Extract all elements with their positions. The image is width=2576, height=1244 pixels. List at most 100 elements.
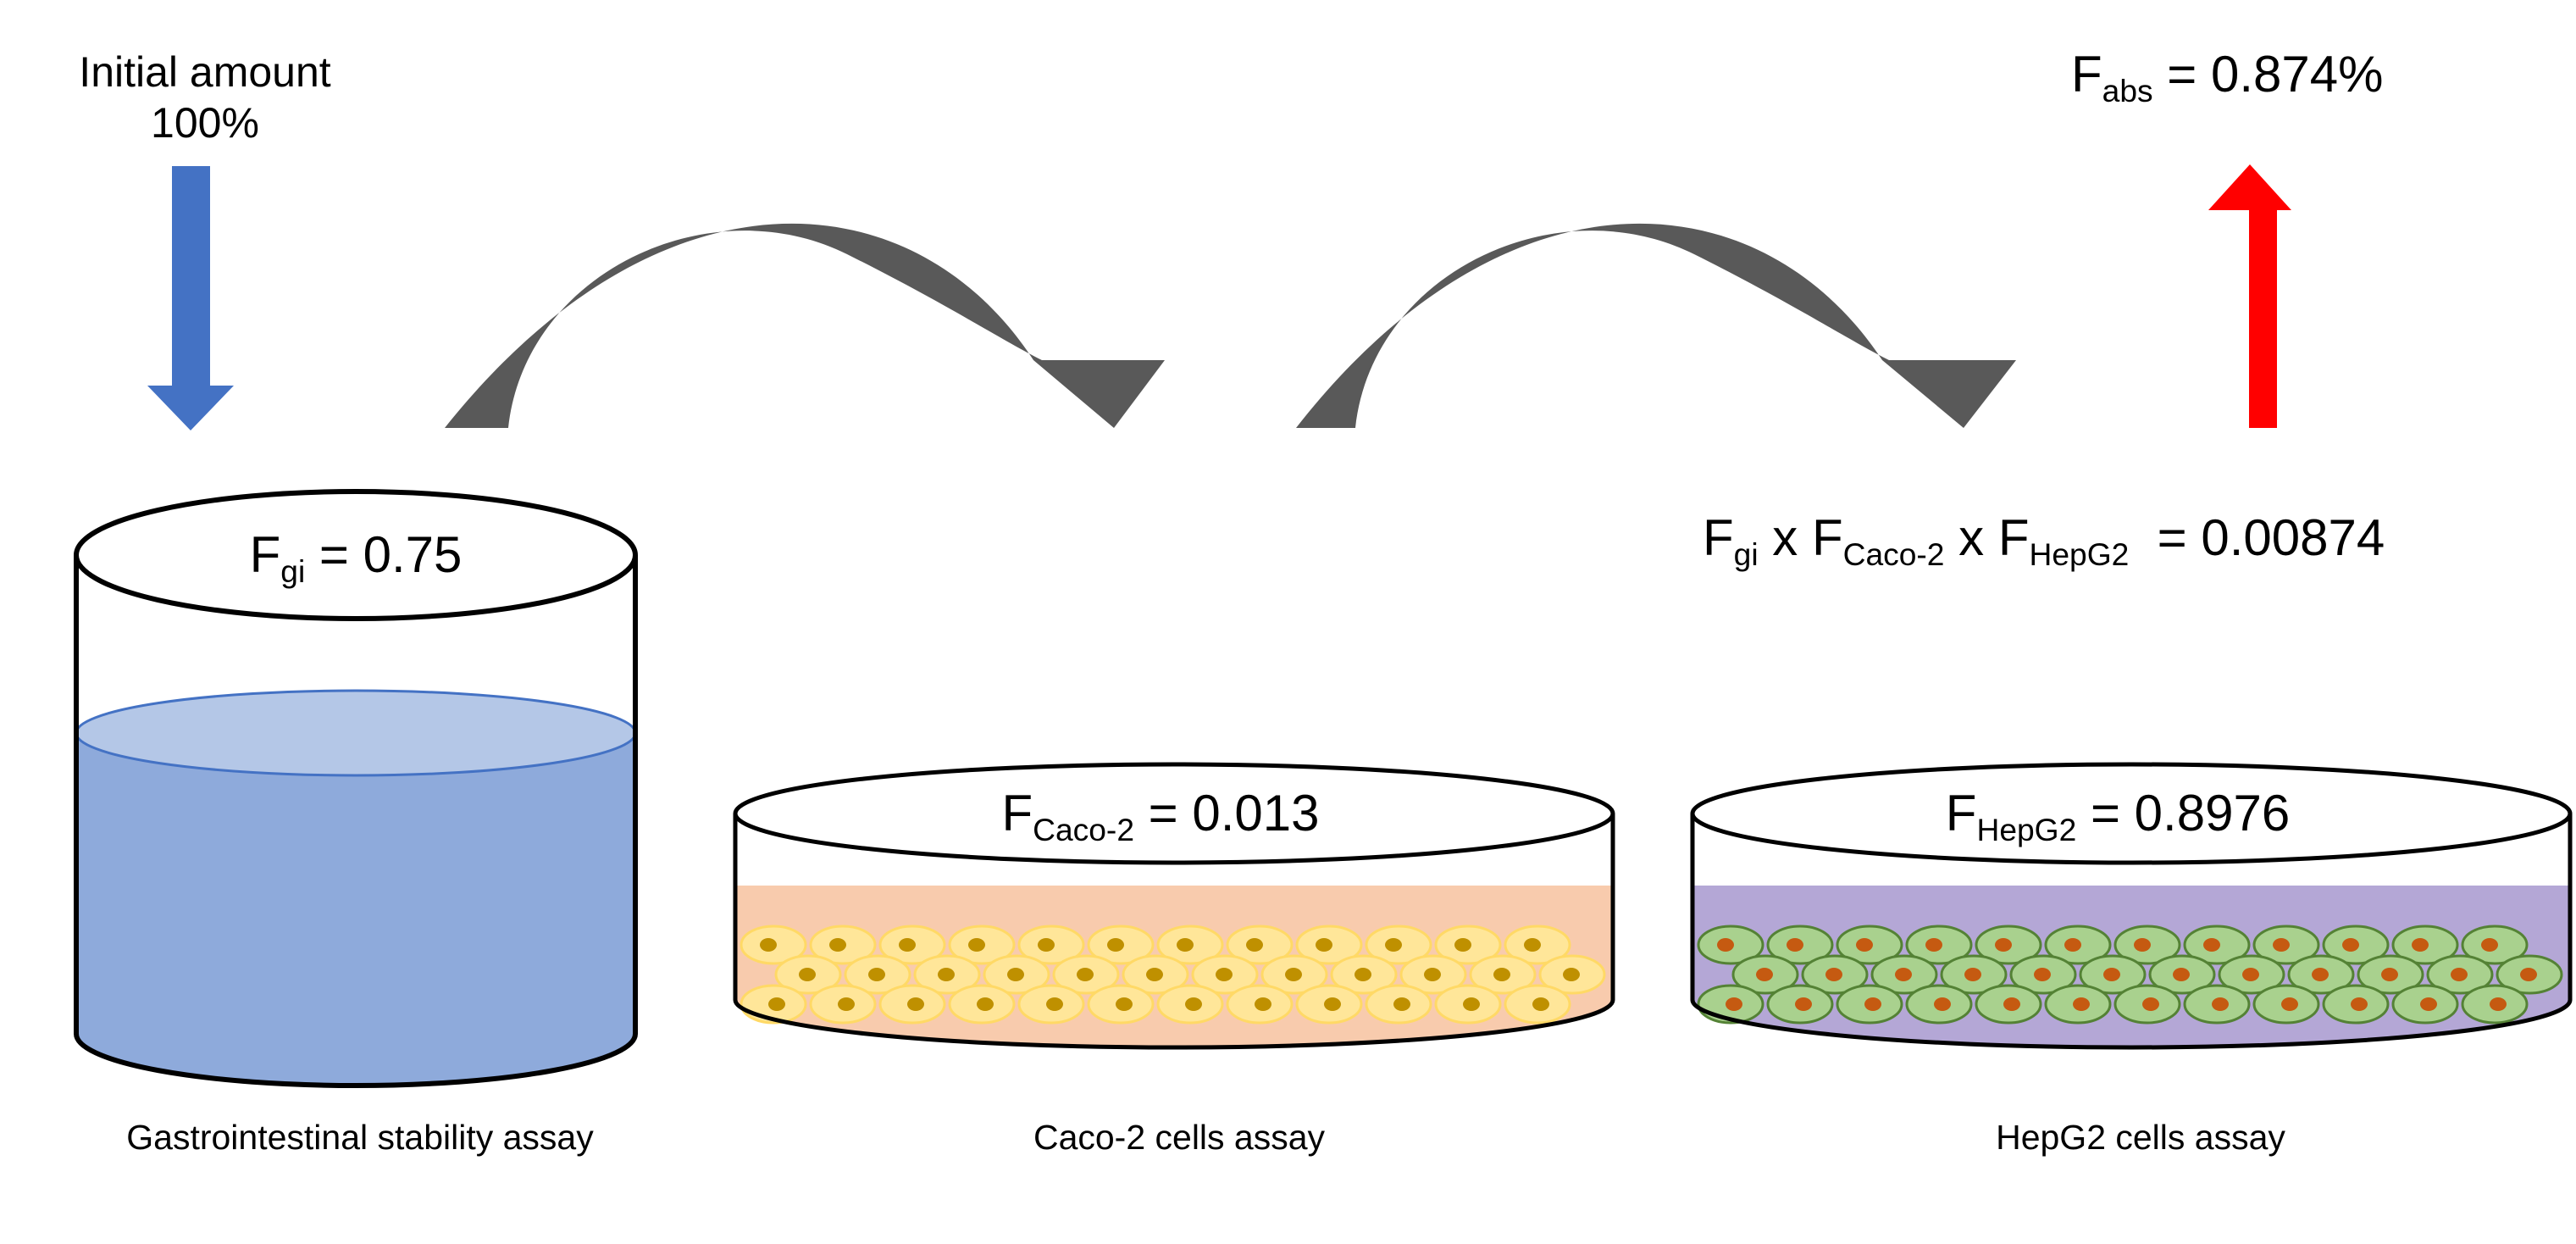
cell-icon (1975, 925, 2042, 965)
stage-caco2-number: = 0.013 (1148, 785, 1320, 841)
formula: Fgi x FCaco-2 x FHepG2 = 0.00874 (1703, 513, 2385, 570)
formula-result: = 0.00874 (2157, 509, 2385, 566)
cell-icon (1836, 984, 1903, 1025)
cell-icon (1469, 954, 1537, 995)
cell-icon (1940, 954, 2008, 995)
hepg2-cells (1697, 925, 2563, 1025)
cell-icon (1260, 954, 1328, 995)
cell-icon (983, 954, 1050, 995)
output-label: Fabs = 0.874% (2071, 46, 2384, 107)
cell-icon (1017, 984, 1085, 1025)
cell-icon (809, 984, 877, 1025)
stage-gi-value: Fgi = 0.75 (250, 530, 463, 587)
beaker-icon (74, 489, 638, 1088)
cell-icon (1504, 925, 1571, 965)
stage-hepg2-value: FHepG2 = 0.8976 (1945, 785, 2291, 846)
cell-icon (740, 925, 807, 965)
stage-caco2-caption: Caco-2 cells assay (1033, 1118, 1326, 1157)
cell-icon (2183, 984, 2251, 1025)
up-arrow-icon (2208, 164, 2291, 428)
output-symbol: F (2071, 46, 2102, 103)
stage-hepg2-number: = 0.8976 (2090, 785, 2291, 841)
formula-f3-sub: HepG2 (2029, 536, 2130, 572)
formula-f1-sub: gi (1733, 536, 1759, 572)
cell-icon (1836, 925, 1903, 965)
cell-icon (1766, 925, 1834, 965)
stage-caco2-value: FCaco-2 = 0.013 (1001, 785, 1320, 846)
stage-hepg2-symbol: F (1945, 785, 1977, 841)
cell-icon (1399, 954, 1467, 995)
cell-icon (1766, 984, 1834, 1025)
cell-icon (2322, 984, 2390, 1025)
cell-icon (1975, 984, 2042, 1025)
cell-icon (2252, 925, 2320, 965)
formula-f2-sub: Caco-2 (1842, 536, 1945, 572)
cell-icon (2426, 954, 2494, 995)
stage-gi-caption: Gastrointestinal stability assay (126, 1118, 594, 1157)
cell-icon (2391, 984, 2459, 1025)
cell-icon (2079, 954, 2147, 995)
cell-icon (1365, 925, 1432, 965)
cell-icon (1731, 954, 1799, 995)
down-arrow-icon (147, 166, 234, 430)
cell-icon (2322, 925, 2390, 965)
petri-dish-icon (1690, 762, 2573, 1050)
stage-gi-symbol: F (249, 526, 281, 583)
cell-icon (2391, 925, 2459, 965)
cell-icon (878, 925, 946, 965)
input-label-line2: 100% (151, 99, 259, 147)
cell-icon (1226, 925, 1294, 965)
cell-icon (948, 925, 1016, 965)
cell-icon (1156, 925, 1224, 965)
output-symbol-sub: abs (2102, 72, 2153, 108)
cell-icon (1365, 984, 1432, 1025)
cell-icon (2148, 954, 2216, 995)
cell-icon (1330, 954, 1398, 995)
cell-icon (1434, 984, 1502, 1025)
formula-f3: F (1997, 509, 2030, 566)
cell-icon (2252, 984, 2320, 1025)
cell-icon (2461, 925, 2529, 965)
cell-icon (2496, 954, 2563, 995)
cell-icon (2218, 954, 2285, 995)
cell-icon (1191, 954, 1259, 995)
stage-caco2-symbol: F (1001, 785, 1033, 841)
cell-icon (1295, 925, 1363, 965)
stage-gi-sub: gi (280, 553, 306, 589)
cell-icon (913, 954, 981, 995)
cell-icon (1538, 954, 1606, 995)
cell-icon (1017, 925, 1085, 965)
output-value: = 0.874% (2167, 46, 2384, 103)
cell-icon (1905, 984, 1973, 1025)
stage-gi-number: = 0.75 (319, 526, 463, 583)
input-label-line1: Initial amount (79, 48, 331, 96)
cell-icon (1295, 984, 1363, 1025)
cell-icon (2461, 984, 2529, 1025)
petri-dish-icon (733, 762, 1615, 1050)
formula-f1: F (1703, 509, 1734, 566)
caco2-cells (740, 925, 1606, 1025)
cell-icon (2044, 925, 2112, 965)
cell-icon (1087, 984, 1155, 1025)
curved-arrow-icon (1296, 223, 2016, 428)
cell-icon (1156, 984, 1224, 1025)
stage-caco2-sub: Caco-2 (1033, 811, 1135, 847)
cell-icon (1434, 925, 1502, 965)
cell-icon (1697, 925, 1764, 965)
cell-icon (774, 954, 842, 995)
formula-times: x (1958, 509, 1985, 566)
cell-icon (2357, 954, 2424, 995)
cell-icon (1504, 984, 1571, 1025)
stage-hepg2-sub: HepG2 (1976, 811, 2077, 847)
cell-icon (1801, 954, 1869, 995)
curved-arrow-icon (445, 223, 1165, 428)
stage-hepg2-caption: HepG2 cells assay (1996, 1118, 2285, 1157)
cell-icon (2009, 954, 2077, 995)
cell-icon (2287, 954, 2355, 995)
cell-icon (1087, 925, 1155, 965)
cell-icon (809, 925, 877, 965)
cell-icon (2183, 925, 2251, 965)
cell-icon (948, 984, 1016, 1025)
